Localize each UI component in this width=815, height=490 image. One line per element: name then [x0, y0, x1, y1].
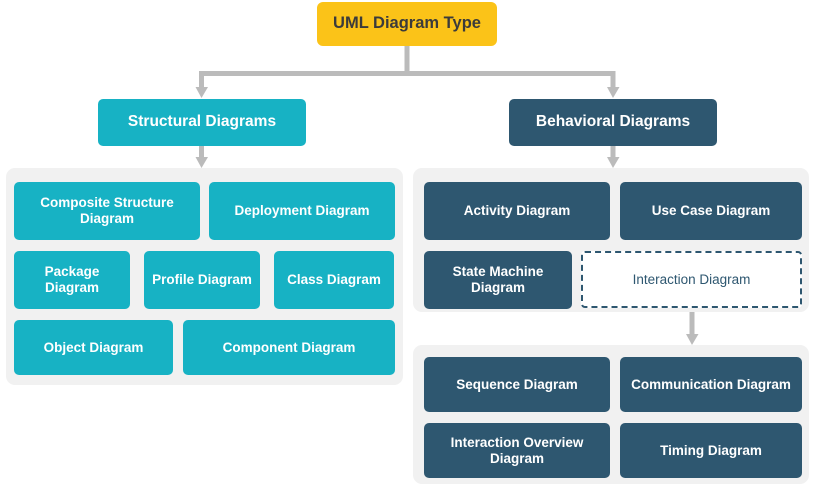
connector-behavioral-to-panel-arrow: [607, 157, 620, 168]
connector-structural-to-panel-stem: [199, 146, 204, 158]
connector-behavioral-drop: [610, 71, 616, 88]
node-structural-diagrams[interactable]: Structural Diagrams: [98, 99, 306, 146]
node-uml-diagram-type[interactable]: UML Diagram Type: [317, 2, 497, 46]
connector-structural-to-panel-arrow: [195, 157, 208, 168]
node-use-case-diagram[interactable]: Use Case Diagram: [620, 182, 802, 240]
connector-structural-drop: [199, 71, 204, 88]
node-sequence-diagram[interactable]: Sequence Diagram: [424, 357, 610, 412]
node-state-machine-diagram[interactable]: State Machine Diagram: [424, 251, 572, 309]
connector-structural-arrow: [195, 87, 208, 98]
connector-interaction-arrow: [686, 334, 699, 345]
node-profile-diagram[interactable]: Profile Diagram: [144, 251, 260, 309]
node-package-diagram[interactable]: Package Diagram: [14, 251, 130, 309]
connector-behavioral-arrow: [607, 87, 620, 98]
connector-root-stem: [404, 46, 410, 74]
node-deployment-diagram[interactable]: Deployment Diagram: [209, 182, 395, 240]
node-component-diagram[interactable]: Component Diagram: [183, 320, 395, 375]
node-timing-diagram[interactable]: Timing Diagram: [620, 423, 802, 478]
node-object-diagram[interactable]: Object Diagram: [14, 320, 173, 375]
connector-interaction-stem: [689, 308, 695, 335]
node-interaction-diagram[interactable]: Interaction Diagram: [581, 251, 802, 308]
node-class-diagram[interactable]: Class Diagram: [274, 251, 394, 309]
node-interaction-overview-diagram[interactable]: Interaction Overview Diagram: [424, 423, 610, 478]
node-communication-diagram[interactable]: Communication Diagram: [620, 357, 802, 412]
node-composite-structure-diagram[interactable]: Composite Structure Diagram: [14, 182, 200, 240]
connector-horizontal-bar: [199, 71, 614, 76]
connector-behavioral-to-panel-stem: [610, 146, 616, 158]
node-activity-diagram[interactable]: Activity Diagram: [424, 182, 610, 240]
node-behavioral-diagrams[interactable]: Behavioral Diagrams: [509, 99, 717, 146]
